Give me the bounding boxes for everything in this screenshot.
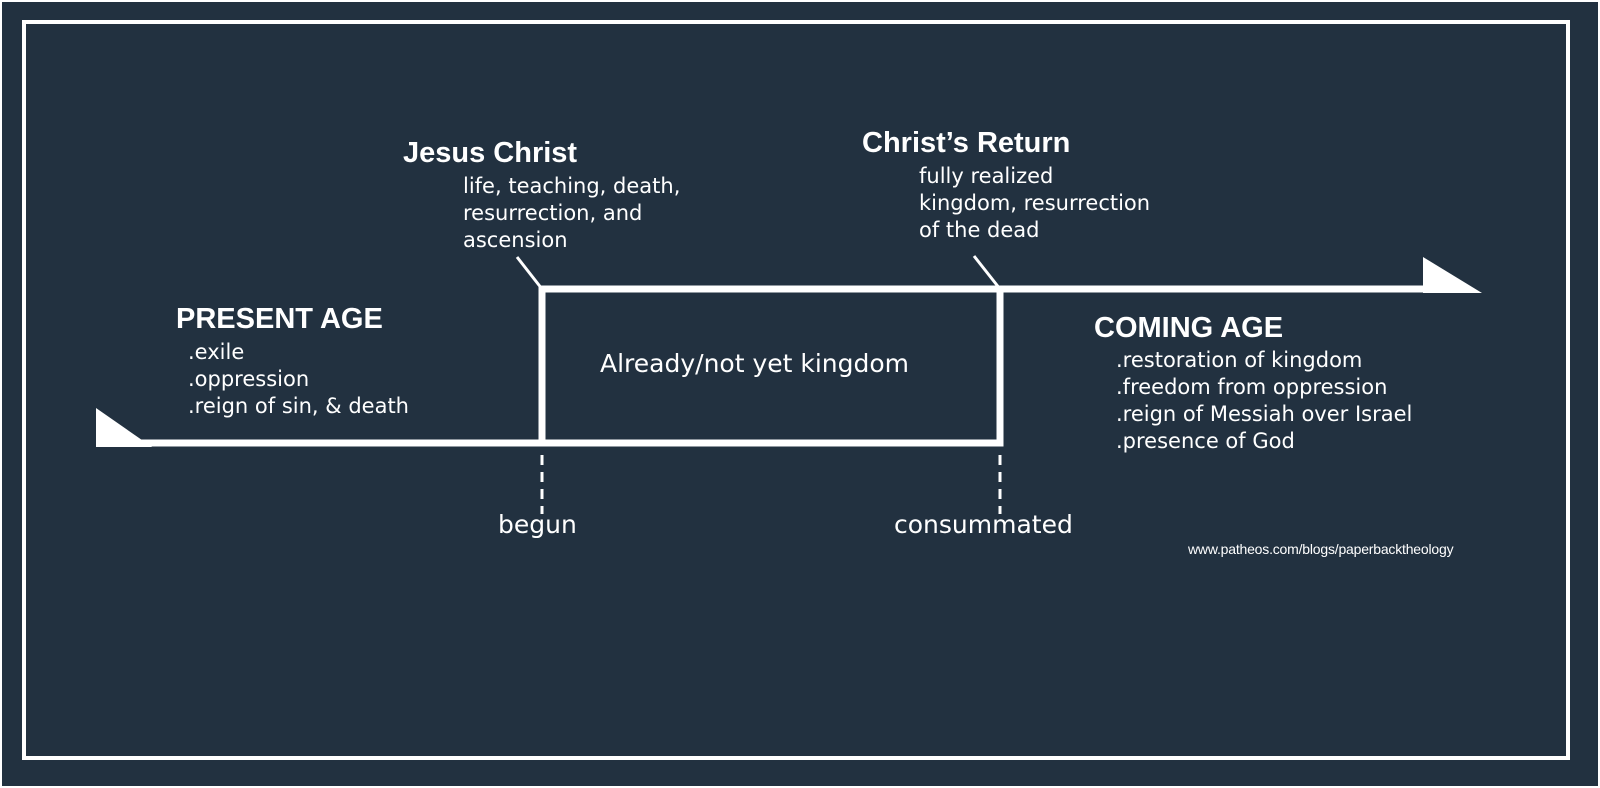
- christs-return-connector: [972, 255, 1002, 290]
- christs-return-title: Christ’s Return: [862, 127, 1071, 159]
- jesus-christ-line: ascension: [463, 228, 568, 252]
- coming-age-item: .presence of God: [1116, 429, 1295, 453]
- begun-label: begun: [498, 510, 577, 539]
- coming-age-list: .restoration of kingdom .freedom from op…: [1116, 347, 1412, 455]
- source-url: www.patheos.com/blogs/paperbacktheology: [1188, 541, 1454, 557]
- christs-return-description: fully realized kingdom, resurrection of …: [919, 163, 1150, 244]
- inner-frame: [22, 20, 1570, 760]
- christs-return-line: of the dead: [919, 218, 1040, 242]
- kingdom-box: [538, 285, 1004, 447]
- jesus-christ-title: Jesus Christ: [403, 137, 578, 169]
- coming-age-item: .freedom from oppression: [1116, 375, 1388, 399]
- christs-return-line: kingdom, resurrection: [919, 191, 1151, 215]
- present-age-item: .oppression: [188, 367, 310, 391]
- present-age-item: .exile: [188, 340, 245, 364]
- coming-age-item: .restoration of kingdom: [1116, 348, 1363, 372]
- jesus-christ-line: life, teaching, death,: [463, 174, 681, 198]
- present-age-list: .exile .oppression .reign of sin, & deat…: [188, 339, 409, 420]
- kingdom-box-label: Already/not yet kingdom: [600, 349, 910, 378]
- coming-age-title: COMING AGE: [1094, 312, 1284, 344]
- jesus-christ-line: resurrection, and: [463, 201, 643, 225]
- consummated-label: consummated: [894, 510, 1073, 539]
- present-age-item: .reign of sin, & death: [188, 394, 409, 418]
- present-age-arrow-tail: [96, 408, 152, 447]
- jesus-christ-description: life, teaching, death, resurrection, and…: [463, 173, 680, 254]
- jesus-christ-connector: [515, 256, 544, 290]
- coming-age-arrowhead: [1423, 257, 1482, 293]
- coming-age-item: .reign of Messiah over Israel: [1116, 402, 1413, 426]
- christs-return-line: fully realized: [919, 164, 1054, 188]
- present-age-title: PRESENT AGE: [176, 303, 383, 335]
